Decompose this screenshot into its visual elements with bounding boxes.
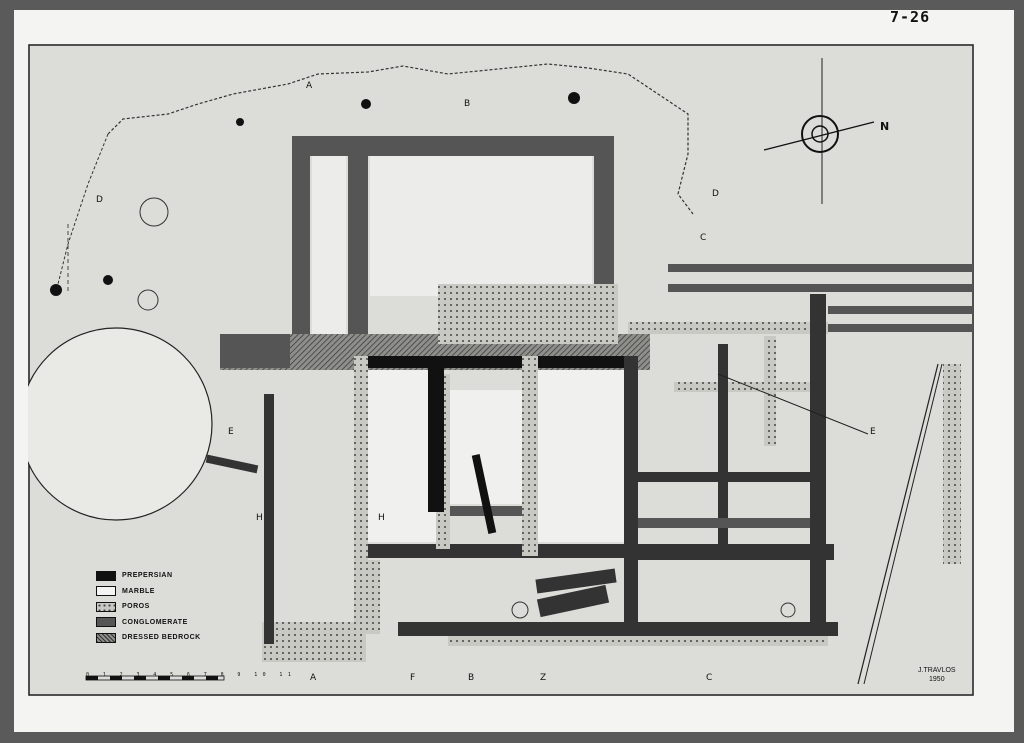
far-east-wall [943, 364, 961, 564]
legend-label: CONGLOMERATE [122, 618, 188, 626]
plate-number: 7-26 [890, 8, 931, 26]
central-wall-north [354, 356, 638, 368]
legend-item: POROS [96, 599, 201, 615]
section-marker: B [464, 99, 470, 109]
east-long-wall-1 [668, 264, 973, 272]
west-wall-long [264, 394, 274, 644]
west-spur-wall [205, 454, 259, 474]
site-plan: N A B D D C E E H H A F B Z C PREPERSIAN [28, 44, 974, 696]
signature-name: J.TRAVLOS [918, 667, 956, 674]
west-terrace-wall [220, 334, 290, 368]
prepersian-wall-1 [428, 362, 444, 512]
central-wall-south [368, 544, 638, 558]
east-wall-low [638, 518, 810, 528]
section-marker: Z [540, 673, 546, 683]
legend-swatch [96, 570, 116, 581]
legend-swatch [96, 586, 116, 597]
poros-blocks-north [438, 284, 618, 344]
path-line-2 [863, 363, 943, 685]
post-hole [236, 118, 244, 126]
compass-rose [763, 115, 875, 153]
legend-item: PREPERSIAN [96, 568, 201, 584]
legend-label: POROS [122, 603, 150, 611]
legend-swatch [96, 632, 116, 643]
room-divider-2 [522, 356, 538, 556]
east-wall-south [638, 544, 834, 560]
prepersian-wall-2 [471, 454, 497, 534]
south-diagonal-wall-2 [536, 584, 610, 618]
south-wall-west [366, 560, 380, 634]
round-structure [28, 327, 213, 521]
legend-item: MARBLE [96, 584, 201, 600]
east-long-wall-3 [828, 306, 973, 314]
section-marker: H [256, 513, 263, 523]
north-corridor [312, 156, 346, 336]
post-hole [568, 92, 580, 104]
signature: J.TRAVLOS 1950 [918, 666, 956, 684]
legend-swatch [96, 601, 116, 612]
post-hole [50, 284, 62, 296]
round-base [780, 602, 796, 618]
east-long-wall-4 [828, 324, 973, 332]
south-wall [398, 622, 838, 636]
legend: PREPERSIAN MARBLE POROS CONGLOMERATE DRE… [96, 568, 201, 646]
path-line-1 [857, 363, 939, 685]
east-wall-mid [674, 382, 810, 392]
drain-line [717, 373, 869, 435]
north-label: N [880, 120, 889, 133]
post-hole [103, 275, 113, 285]
section-marker: E [228, 427, 234, 437]
section-marker: D [96, 195, 103, 205]
round-base [139, 197, 169, 227]
central-wall-west [354, 356, 368, 628]
south-poros-strip [448, 636, 828, 646]
east-long-wall-2 [668, 284, 973, 292]
south-diagonal-wall [535, 568, 617, 594]
south-west-block [262, 622, 366, 662]
section-marker: D [712, 189, 719, 199]
section-marker: C [700, 233, 706, 243]
room-east [538, 370, 624, 542]
rock-outline-west [57, 133, 109, 285]
north-hall-wall-east [594, 136, 614, 286]
post-hole [361, 99, 371, 109]
east-wall-vertical [810, 294, 826, 624]
scale-bar [85, 675, 225, 681]
north-hall-inner-wall [348, 136, 368, 336]
legend-item: DRESSED BEDROCK [96, 630, 201, 646]
section-marker: H [378, 513, 385, 523]
section-marker: A [306, 81, 313, 91]
round-base [511, 601, 529, 619]
legend-swatch [96, 617, 116, 628]
legend-label: DRESSED BEDROCK [122, 634, 201, 642]
east-partition [718, 344, 728, 544]
signature-year: 1950 [929, 676, 945, 683]
section-marker: C [706, 673, 712, 683]
legend-label: PREPERSIAN [122, 572, 173, 580]
section-marker: F [410, 673, 415, 683]
plan-drawing: N A B D D C E E H H A F B Z C [28, 44, 974, 696]
room-west [368, 370, 436, 542]
plan-border [28, 44, 974, 696]
legend-item: CONGLOMERATE [96, 615, 201, 631]
poros-row-east [628, 322, 828, 334]
scale-numbers: 0 1 2 3 4 5 6 7 8 9 10 11 [86, 672, 297, 678]
north-hall-wall-west [292, 136, 310, 336]
east-partition-2 [764, 336, 776, 446]
north-hall-floor [370, 156, 592, 296]
rock-outline [107, 63, 694, 215]
section-marker: B [468, 673, 474, 683]
legend-label: MARBLE [122, 587, 155, 595]
round-base [137, 289, 159, 311]
central-wall-east [624, 356, 638, 628]
north-hall-wall-top [292, 136, 612, 156]
section-marker: A [310, 673, 317, 683]
section-marker: E [870, 427, 876, 437]
